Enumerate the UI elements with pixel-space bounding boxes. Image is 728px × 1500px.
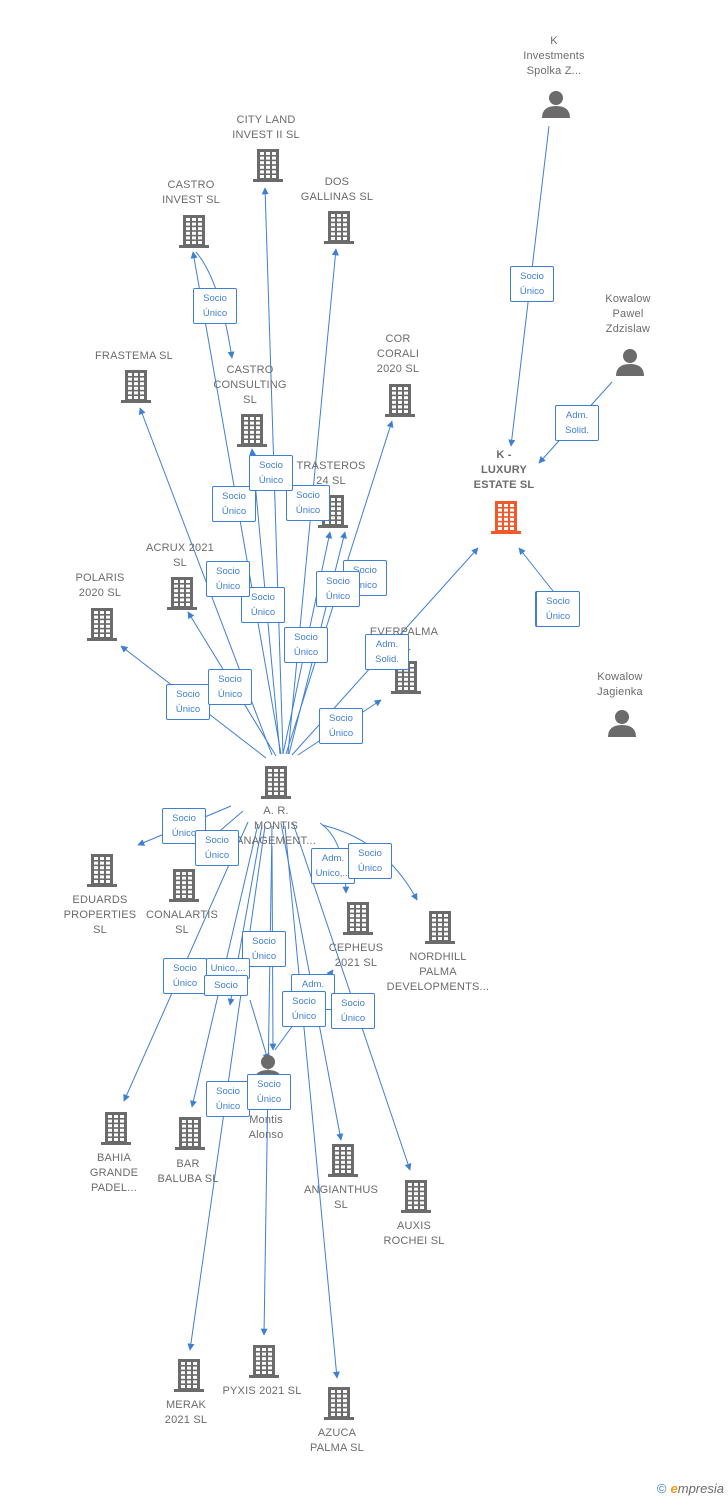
building-icon[interactable] xyxy=(385,384,415,417)
building-icon[interactable] xyxy=(167,577,197,610)
relation-tag: Socio Único xyxy=(510,266,554,302)
relation-tag: Socio Único xyxy=(193,288,237,324)
building-icon[interactable] xyxy=(425,911,455,944)
relation-tag: Socio Único xyxy=(242,931,286,967)
node-label-castro-inv[interactable]: CASTRO INVEST SL xyxy=(162,179,220,206)
relation-tag: Socio Único xyxy=(166,684,210,720)
relation-tag: Socio Único xyxy=(282,991,326,1027)
building-icon[interactable] xyxy=(101,1112,131,1145)
relation-tag: Socio Único xyxy=(208,669,252,705)
node-label-kle[interactable]: K - LUXURY ESTATE SL xyxy=(473,449,535,491)
building-icon[interactable] xyxy=(169,869,199,902)
building-icon[interactable] xyxy=(491,501,521,534)
node-label-dos[interactable]: DOS GALLINAS SL xyxy=(300,176,374,203)
edge-arrow xyxy=(249,999,270,1061)
node-label-cor[interactable]: COR CORALI 2020 SL xyxy=(376,333,420,375)
building-icon[interactable] xyxy=(324,1387,354,1420)
relation-tag: Socio Único xyxy=(331,993,375,1029)
relation-tag: Socio Único xyxy=(286,485,330,521)
building-icon[interactable] xyxy=(328,1144,358,1177)
building-icon[interactable] xyxy=(175,1117,205,1150)
edge-arrow xyxy=(284,825,340,1379)
building-icon[interactable] xyxy=(174,1359,204,1392)
node-label-nordhill[interactable]: NORDHILL PALMA DEVELOPMENTS... xyxy=(386,951,490,993)
node-label-pyxis[interactable]: PYXIS 2021 SL xyxy=(222,1385,302,1397)
building-icon[interactable] xyxy=(253,149,283,182)
node-label-montis[interactable]: Montis Alonso xyxy=(248,1114,284,1141)
relation-tag: Socio Único xyxy=(163,958,207,994)
relation-tag: Socio xyxy=(204,975,248,996)
relation-tag: Socio Único xyxy=(316,571,360,607)
node-label-merak[interactable]: MERAK 2021 SL xyxy=(164,1399,208,1426)
node-label-k-inv[interactable]: K Investments Spolka Z... xyxy=(523,35,585,77)
relation-tag: Socio Único xyxy=(247,1074,291,1110)
relation-tag: Socio Único xyxy=(206,561,250,597)
building-icon[interactable] xyxy=(121,370,151,403)
relation-tag: Socio Único xyxy=(284,627,328,663)
node-label-castro-cons[interactable]: CASTRO CONSULTING SL xyxy=(213,364,287,406)
node-label-eduards[interactable]: EDUARDS PROPERTIES SL xyxy=(63,894,137,936)
relation-tag: Socio Único xyxy=(212,486,256,522)
node-label-acrux[interactable]: ACRUX 2021 SL xyxy=(145,542,215,569)
copyright-symbol: © xyxy=(656,1481,667,1496)
node-label-auxis[interactable]: AUXIS ROCHEI SL xyxy=(383,1220,445,1247)
building-icon[interactable] xyxy=(87,854,117,887)
person-icon[interactable] xyxy=(616,349,644,376)
building-icon[interactable] xyxy=(87,608,117,641)
relation-tag: Socio Único xyxy=(536,591,580,627)
relation-tag: Adm. Solid. xyxy=(365,634,409,670)
node-label-frastema[interactable]: FRASTEMA SL xyxy=(95,350,173,362)
node-label-bahia[interactable]: BAHIA GRANDE PADEL... xyxy=(89,1152,139,1194)
relation-tag: Socio Único xyxy=(348,843,392,879)
node-label-polaris[interactable]: POLARIS 2020 SL xyxy=(75,572,125,599)
relation-tag: Socio Único xyxy=(206,1081,250,1117)
relation-tag: Socio Único xyxy=(195,830,239,866)
brand-name: mpresia xyxy=(677,1481,724,1496)
node-label-conalartis[interactable]: CONALARTIS SL xyxy=(145,909,219,936)
node-label-azuca[interactable]: AZUCA PALMA SL xyxy=(310,1427,364,1454)
icons-layer xyxy=(87,91,644,1420)
building-icon[interactable] xyxy=(237,414,267,447)
node-label-ar[interactable]: A. R. MONTIS ANAGEMENT... xyxy=(235,805,317,847)
relation-tag: Socio Único xyxy=(249,455,293,491)
building-icon[interactable] xyxy=(401,1180,431,1213)
person-icon[interactable] xyxy=(542,91,570,118)
relation-tag: Socio Único xyxy=(162,808,206,844)
relation-tag: Adm. Solid. xyxy=(555,405,599,441)
building-icon[interactable] xyxy=(391,661,421,694)
node-label-bar[interactable]: BAR BALUBA SL xyxy=(157,1158,219,1185)
building-icon[interactable] xyxy=(324,211,354,244)
building-icon[interactable] xyxy=(261,766,291,799)
node-label-angianthus[interactable]: ANGIANTHUS SL xyxy=(303,1184,379,1211)
building-icon[interactable] xyxy=(249,1345,279,1378)
node-label-kj[interactable]: Kowalow Jagienka xyxy=(597,671,643,698)
footer-brand: ©empresia xyxy=(657,1481,724,1496)
building-icon[interactable] xyxy=(343,902,373,935)
person-icon[interactable] xyxy=(608,710,636,737)
brand-initial: e xyxy=(670,1481,678,1496)
relation-tag: Socio Único xyxy=(241,587,285,623)
node-label-cepheus[interactable]: CEPHEUS 2021 SL xyxy=(328,942,384,969)
node-label-kp[interactable]: Kowalow Pawel Zdzislaw xyxy=(605,293,651,335)
building-icon[interactable] xyxy=(179,215,209,248)
node-label-city[interactable]: CITY LAND INVEST II SL xyxy=(232,114,300,141)
node-label-trasteros[interactable]: TRASTEROS 24 SL xyxy=(296,460,366,487)
relation-tag: Socio Único xyxy=(319,708,363,744)
